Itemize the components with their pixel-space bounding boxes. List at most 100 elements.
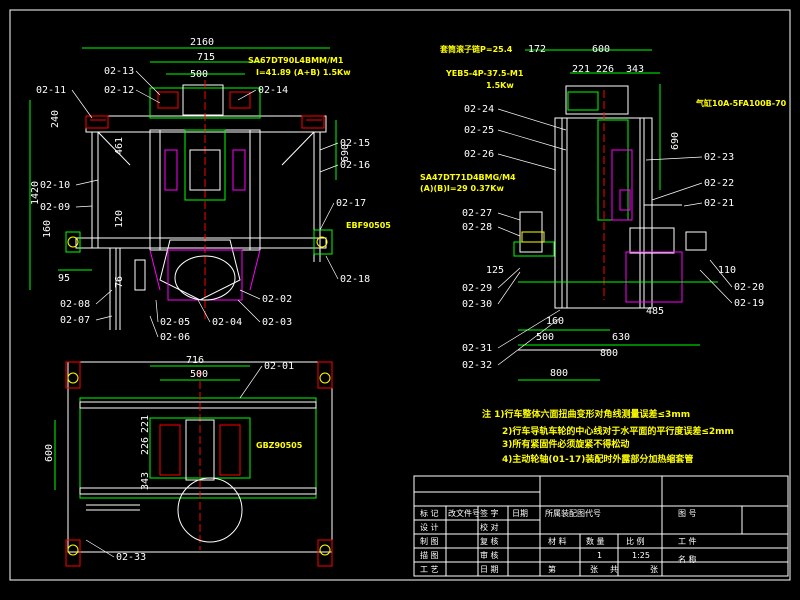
part-label-02-17: 02-17 xyxy=(336,198,366,209)
tb-sheet-2: 张 xyxy=(590,565,598,574)
dim-76: 76 xyxy=(114,276,125,288)
note-chain: 套筒滚子链P=25.4 xyxy=(439,44,513,54)
tb-qty-value: 1 xyxy=(597,551,602,560)
side-frame xyxy=(561,117,645,309)
leader-02-16 xyxy=(319,164,339,173)
part-label-02-29: 02-29 xyxy=(462,283,492,294)
leader-02-19 xyxy=(699,269,733,304)
part-label-02-07: 02-07 xyxy=(60,315,90,326)
tb-qty: 数 量 xyxy=(586,536,605,546)
side-dim-343: 343 xyxy=(626,64,644,75)
tb-scale-value: 1:25 xyxy=(632,551,650,560)
leader-02-13 xyxy=(135,70,161,96)
leader-02-25 xyxy=(497,129,567,151)
side-dim-221: 221 xyxy=(572,64,590,75)
part-label-02-10: 02-10 xyxy=(40,180,70,191)
tb-scale: 比 例 xyxy=(626,536,645,546)
leader-02-09 xyxy=(75,205,93,208)
leader-02-28 xyxy=(497,226,521,237)
leader-02-05 xyxy=(155,299,159,323)
part-label-02-22: 02-22 xyxy=(704,178,734,189)
tb-change-doc: 改文件号 xyxy=(448,508,480,518)
tb-total: 共 xyxy=(610,565,618,574)
tb-design: 设 计 xyxy=(420,522,439,532)
note-yeb: YEB5-4P-37.5-M1 xyxy=(445,69,524,78)
side-dim-630: 630 xyxy=(612,332,630,343)
part-label-02-04: 02-04 xyxy=(212,317,242,328)
part-label-02-33: 02-33 xyxy=(116,552,146,563)
tb-name: 名 称 xyxy=(678,554,697,564)
title-block-text: 标 记 改文件号 签 字 日期 所属装配图代号 图 号 设 计 校 对 制 图 … xyxy=(420,508,697,574)
part-label-02-11: 02-11 xyxy=(36,85,66,96)
note-line-1: 注 1)行车整体六面扭曲变形对角线测量误差≤3mm xyxy=(482,408,690,420)
part-label-02-30: 02-30 xyxy=(462,299,492,310)
dim-690: 690 xyxy=(340,144,351,162)
leader-02-27 xyxy=(497,212,521,221)
top-dim-600: 600 xyxy=(44,444,55,462)
dim-715: 715 xyxy=(197,52,215,63)
technical-notes: 注 1)行车整体六面扭曲变形对角线测量误差≤3mm 2)行车导轨车轮的中心线对于… xyxy=(482,408,734,465)
tb-mark: 标 记 xyxy=(420,508,439,518)
leader-02-17 xyxy=(319,202,335,231)
side-dim-500: 500 xyxy=(536,332,554,343)
tb-draw: 制 图 xyxy=(420,536,439,546)
leader-02-08 xyxy=(95,289,113,305)
part-label-02-27: 02-27 xyxy=(462,208,492,219)
top-view: 716 500 600 226 221 343 GBZ90505 02-0102… xyxy=(44,355,333,567)
tb-drawing-no: 图 号 xyxy=(678,509,697,518)
top-dim-221: 221 xyxy=(140,415,151,433)
leader-02-11 xyxy=(71,89,93,119)
top-dim-226: 226 xyxy=(140,437,151,455)
tb-review: 复 核 xyxy=(480,536,499,546)
side-motor-right xyxy=(625,251,683,303)
leader-02-02 xyxy=(239,289,261,300)
part-label-02-18: 02-18 xyxy=(340,274,370,285)
motor-note-2: I=41.89 (A+B) 1.5Kw xyxy=(256,68,351,77)
part-label-02-23: 02-23 xyxy=(704,152,734,163)
side-dim-485: 485 xyxy=(646,306,664,317)
part-label-02-13: 02-13 xyxy=(104,66,134,77)
title-block xyxy=(413,475,789,577)
dim-500: 500 xyxy=(190,69,208,80)
part-label-02-12: 02-12 xyxy=(104,85,134,96)
front-left-block xyxy=(85,115,109,129)
part-ebf90505: EBF90505 xyxy=(346,221,391,230)
leader-02-06 xyxy=(149,315,159,338)
note-sa47-1: SA47DT71D4BMG/M4 xyxy=(420,173,516,182)
side-dim-226: 226 xyxy=(596,64,614,75)
leader-02-01 xyxy=(239,365,263,399)
part-label-02-14: 02-14 xyxy=(258,85,288,96)
tb-process: 工 艺 xyxy=(420,565,439,574)
leader-02-18 xyxy=(325,255,339,280)
part-label-02-25: 02-25 xyxy=(464,125,494,136)
part-label-02-31: 02-31 xyxy=(462,343,492,354)
leader-02-32 xyxy=(497,317,561,366)
part-label-02-19: 02-19 xyxy=(734,298,764,309)
front-view: 2160 715 500 240 461 1420 690 160 95 120… xyxy=(29,37,391,343)
tb-trace: 描 图 xyxy=(420,550,439,560)
tb-material: 材 料 xyxy=(548,536,567,546)
tb-date: 日期 xyxy=(512,509,528,518)
tb-audit: 审 核 xyxy=(480,550,499,560)
leader-02-12 xyxy=(135,89,161,104)
motor-note-1: SA67DT90L4BMM/M1 xyxy=(248,56,344,65)
dim-2160: 2160 xyxy=(190,37,214,48)
side-dim-800: 800 xyxy=(600,348,618,359)
part-label-02-01: 02-01 xyxy=(264,361,294,372)
side-view: 172 600 221 226 343 690 125 110 160 630 … xyxy=(420,44,787,381)
dim-1420: 1420 xyxy=(30,181,41,205)
dim-95: 95 xyxy=(58,273,70,284)
leader-02-31 xyxy=(497,309,561,349)
part-label-02-06: 02-06 xyxy=(160,332,190,343)
side-dim-172: 172 xyxy=(528,44,546,55)
side-dim-600: 600 xyxy=(592,44,610,55)
leader-02-26 xyxy=(497,153,557,171)
top-frame xyxy=(67,361,333,553)
part-label-02-09: 02-09 xyxy=(40,202,70,213)
note-line-4: 4)主动轮轴(01-17)装配时外露部分加热缩套管 xyxy=(502,453,693,465)
top-dim-716: 716 xyxy=(186,355,204,366)
tb-process-date: 日 期 xyxy=(480,565,499,574)
leader-02-07 xyxy=(95,315,113,321)
part-label-02-08: 02-08 xyxy=(60,299,90,310)
